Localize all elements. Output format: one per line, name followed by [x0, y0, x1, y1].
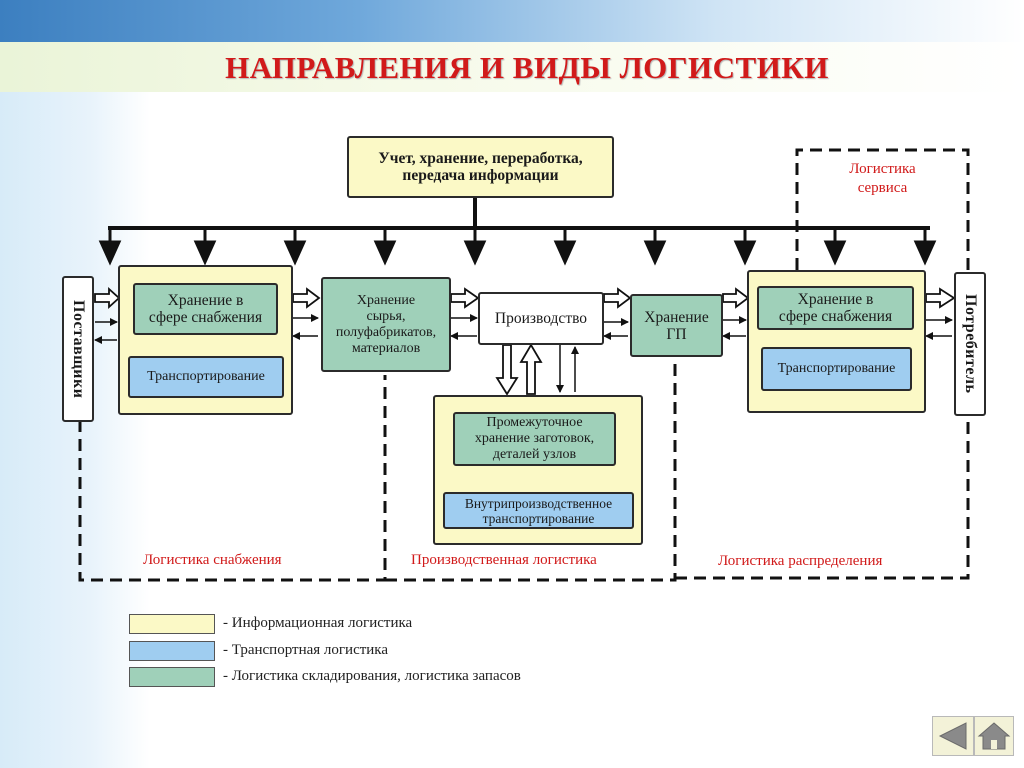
finished-goods-box: Хранение ГП	[630, 294, 723, 357]
distribution-transport-box: Транспортирование	[761, 347, 912, 391]
home-icon	[977, 722, 1011, 750]
raw-storage-line-4: материалов	[351, 340, 421, 356]
zone-production-border	[385, 355, 677, 582]
legend-swatch-transport	[129, 641, 215, 661]
info-double-arrows	[94, 314, 953, 344]
raw-storage-box: Хранение сырья, полуфабрикатов, материал…	[321, 277, 451, 372]
supply-storage-line-1: Хранение в	[167, 292, 244, 309]
zone-service-border	[795, 148, 970, 272]
supply-storage-line-2: сфере снабжения	[148, 309, 263, 326]
info-bus	[98, 197, 937, 266]
supply-transport-box: Транспортирование	[128, 356, 284, 398]
inner-storage-line-1: Промежуточное	[486, 415, 583, 430]
back-button[interactable]	[932, 716, 974, 756]
background-top-band	[0, 0, 1024, 42]
production-box: Производство	[478, 292, 604, 345]
supply-transport-label: Транспортирование	[147, 369, 265, 384]
info-line-2: передача информации	[402, 167, 559, 184]
zone-supply-border	[78, 375, 387, 582]
production-label: Производство	[494, 310, 588, 327]
legend-swatch-info	[129, 614, 215, 634]
distribution-storage-line-1: Хранение в	[797, 291, 874, 308]
inner-storage-line-2: хранение заготовок,	[474, 431, 595, 446]
back-arrow-icon	[938, 722, 967, 750]
slide-title: НАПРАВЛЕНИЯ И ВИДЫ ЛОГИСТИКИ	[225, 50, 829, 85]
raw-storage-line-3: полуфабрикатов,	[335, 324, 437, 340]
supply-storage-box: Хранение в сфере снабжения	[133, 283, 278, 335]
legend-text-info: - Информационная логистика	[223, 615, 413, 631]
suppliers-label: Поставщики	[70, 299, 87, 399]
distribution-transport-label: Транспортирование	[777, 361, 896, 376]
info-line-1: Учет, хранение, переработка,	[378, 150, 583, 167]
zone-borders	[78, 148, 970, 582]
home-button[interactable]	[974, 716, 1014, 756]
raw-storage-line-2: сырья,	[366, 308, 406, 324]
inner-storage-box: Промежуточное хранение заготовок, детале…	[453, 412, 616, 466]
zone-distribution-border	[675, 415, 970, 580]
finished-goods-line-2: ГП	[666, 325, 687, 343]
consumer-label: Потребитель	[962, 294, 979, 394]
zone-distribution-label: Логистика распределения	[718, 553, 883, 569]
zone-supply-label: Логистика снабжения	[143, 552, 282, 568]
raw-storage-line-1: Хранение	[356, 292, 416, 308]
inner-transport-line-2: транспортирование	[482, 510, 595, 526]
inner-transport-line-1: Внутрипроизводственное	[464, 495, 613, 511]
zone-service-label: Логистика сервиса	[815, 160, 950, 198]
legend-text-storage: - Логистика складирования, логистика зап…	[223, 668, 521, 684]
zone-service-line-2: сервиса	[857, 180, 908, 196]
consumer-box: Потребитель	[954, 272, 986, 416]
legend-swatch-storage	[129, 667, 215, 687]
distribution-storage-box: Хранение в сфере снабжения	[757, 286, 914, 330]
finished-goods-line-1: Хранение	[644, 308, 709, 326]
legend-text-transport: - Транспортная логистика	[223, 642, 389, 658]
info-processing-box: Учет, хранение, переработка, передача ин…	[347, 136, 614, 198]
material-flow-arrows	[94, 286, 956, 310]
suppliers-box: Поставщики	[62, 276, 94, 422]
zone-service-line-1: Логистика	[849, 161, 916, 177]
inner-transport-box: Внутрипроизводственное транспортирование	[443, 492, 634, 529]
distribution-storage-line-2: сфере снабжения	[778, 308, 893, 325]
zone-production-label: Производственная логистика	[411, 552, 597, 568]
inner-storage-line-3: деталей узлов	[492, 447, 577, 462]
background-title-stripe	[0, 42, 1024, 92]
